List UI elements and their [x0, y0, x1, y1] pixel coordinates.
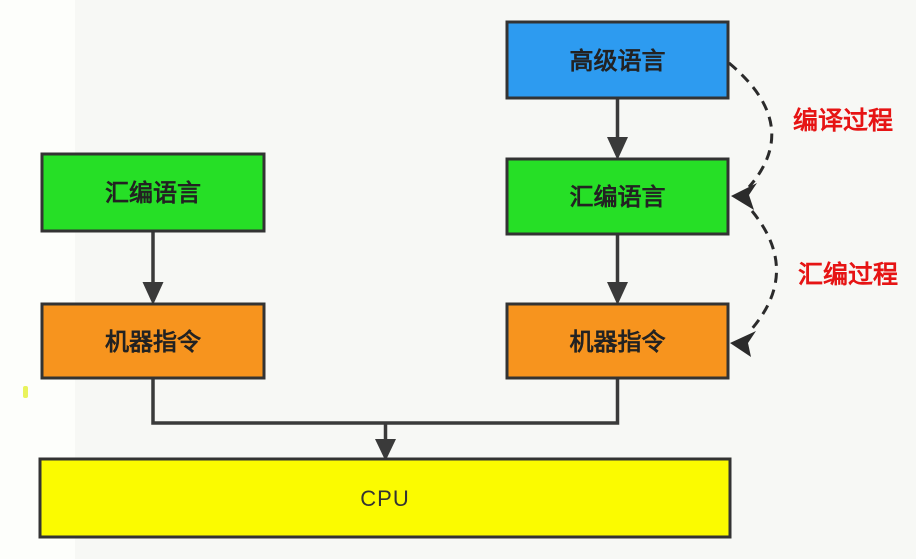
nodes	[38, 20, 732, 539]
arrowhead-assembly-to-machine-left-icon	[142, 282, 164, 305]
node-assembly-language-left	[40, 152, 266, 233]
label-assembly-language-left: 汇编语言	[105, 179, 201, 207]
dashed-arrow-assemble-curve	[748, 210, 778, 332]
node-cpu	[38, 457, 732, 539]
label-machine-instructions-right: 机器指令	[570, 328, 667, 356]
node-machine-instructions-right	[505, 302, 730, 380]
label-machine-instructions-left: 机器指令	[105, 328, 202, 356]
label-assemble-process: 汇编过程	[798, 260, 898, 289]
connector-lines	[151, 98, 620, 441]
node-high-level-language	[505, 20, 730, 100]
node-labels: 高级语言 汇编语言 汇编语言 机器指令 机器指令 CPU	[105, 47, 666, 511]
label-compile-process: 编译过程	[793, 106, 893, 135]
label-assembly-language-right: 汇编语言	[570, 183, 666, 211]
annotations: 编译过程 汇编过程	[793, 106, 898, 289]
arrowhead-assembly-to-machine-right-icon	[607, 282, 628, 305]
stray-mark	[23, 386, 28, 398]
arrowhead-assemble-icon	[730, 331, 756, 357]
node-assembly-language-right	[505, 157, 730, 236]
arrowhead-merge-to-cpu-icon	[375, 439, 396, 461]
node-machine-instructions-left	[40, 302, 266, 380]
arrowhead-high-to-assembly-icon	[607, 137, 628, 160]
label-high-level-language: 高级语言	[570, 47, 666, 75]
dashed-curves	[728, 61, 778, 332]
arrowhead-compile-icon	[731, 183, 757, 210]
label-cpu: CPU	[360, 486, 409, 511]
arrowheads	[142, 137, 628, 461]
dashed-arrow-compile-curve	[728, 61, 774, 188]
dashed-arrowheads	[730, 183, 757, 357]
